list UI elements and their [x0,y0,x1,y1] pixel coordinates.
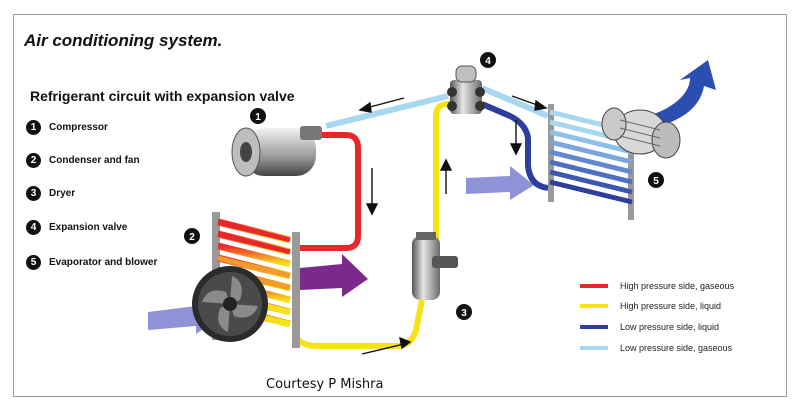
key-item-compressor: 1 Compressor [26,118,108,136]
cold-airflow-out-arrow [640,60,716,128]
badge-expansion-valve-number: 4 [485,56,491,67]
key-item-condenser: 2 Condenser and fan [26,151,140,169]
condenser-fan [192,266,268,342]
key-item-evaporator: 5 Evaporator and blower [26,253,157,271]
compressor [231,126,322,177]
legend-item-high-liquid: High pressure side, liquid [580,299,721,313]
diagram-subtitle: Refrigerant circuit with expansion valve [30,88,295,104]
legend-swatch [580,284,608,288]
legend-swatch [580,325,608,329]
diagram-title: Air conditioning system. [24,31,223,50]
low-pressure-gaseous-pipe-evap [480,85,550,119]
key-badge: 3 [26,185,41,201]
high-pressure-liquid-pipe-2 [433,101,454,240]
legend-label: High pressure side, liquid [620,301,722,311]
badge-compressor: 1 [250,108,266,124]
key-label: Expansion valve [49,221,128,233]
low-pressure-liquid-pipe [480,101,549,191]
badge-condenser: 2 [184,228,200,244]
legend-item-low-liquid: Low pressure side, liquid [580,320,719,334]
key-label: Evaporator and blower [49,256,158,268]
high-pressure-gaseous-pipe [298,132,361,251]
badge-dryer-number: 3 [461,308,467,319]
badge-compressor-number: 1 [255,112,261,123]
expansion-valve [447,65,485,114]
legend-swatch [580,304,608,308]
image-credit: Courtesy P Mishra [266,377,384,392]
warm-airflow-out-arrow [300,254,368,297]
legend-item-low-gaseous: Low pressure side, gaseous [580,341,732,355]
legend-item-high-gaseous: High pressure side, gaseous [580,279,734,293]
low-pressure-gaseous-pipe [325,93,449,129]
airflow-in-evaporator-arrow [466,166,534,200]
key-label: Condenser and fan [49,154,140,166]
key-item-expansion-valve: 4 Expansion valve [26,218,127,236]
legend-label: Low pressure side, gaseous [620,343,733,353]
key-badge: 4 [26,219,41,235]
legend-label: High pressure side, gaseous [620,281,735,291]
flow-direction-arrows [358,95,548,355]
legend-label: Low pressure side, liquid [620,322,720,332]
evaporator-blower [601,107,681,159]
badge-condenser-number: 2 [189,232,195,243]
badge-expansion-valve: 4 [480,52,496,68]
badge-dryer: 3 [456,304,472,320]
key-label: Compressor [49,121,108,133]
badge-evaporator-number: 5 [653,176,659,187]
key-badge: 5 [26,254,41,270]
diagram-frame [13,14,787,397]
key-badge: 2 [26,152,41,168]
key-label: Dryer [49,187,76,199]
dryer [412,232,458,300]
legend-swatch [580,346,608,350]
key-badge: 1 [26,119,41,135]
badge-evaporator: 5 [648,172,664,188]
key-item-dryer: 3 Dryer [26,184,75,202]
